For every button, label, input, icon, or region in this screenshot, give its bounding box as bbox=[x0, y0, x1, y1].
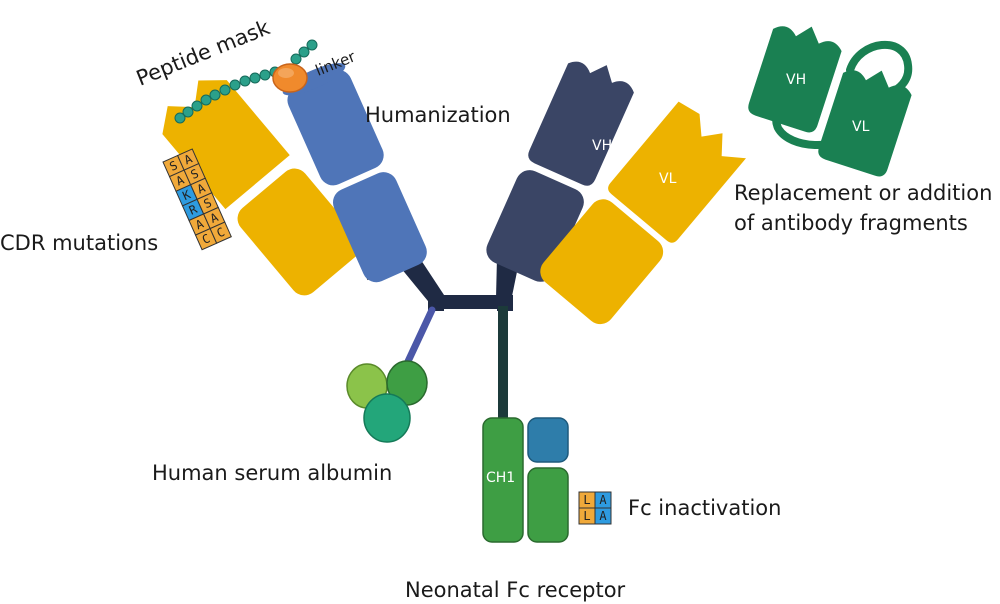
humanization-label: Humanization bbox=[365, 103, 511, 127]
serum-albumin bbox=[346, 360, 428, 443]
fc-stem bbox=[498, 306, 508, 424]
fc-residue-letter: L bbox=[583, 509, 590, 523]
neonatal-fc-receptor-label: Neonatal Fc receptor bbox=[405, 578, 626, 602]
cdr-residue-cell bbox=[209, 221, 232, 244]
vh-domain-label: VH bbox=[592, 138, 612, 154]
scfv-fragment bbox=[748, 26, 913, 177]
fcrn-receptor bbox=[527, 417, 569, 543]
fc-inactivation-label: Fc inactivation bbox=[628, 496, 781, 520]
albumin-linker bbox=[400, 306, 436, 374]
peptide-mask-beads bbox=[174, 39, 318, 124]
fc-residue-cell bbox=[594, 507, 612, 525]
replacement-label-line1: Replacement or addition bbox=[734, 181, 992, 205]
left-heavy-chain bbox=[282, 63, 427, 283]
vl-domain-label: VL bbox=[659, 171, 677, 187]
fc-residue-letter: A bbox=[599, 493, 607, 507]
scfv-vl-label: VL bbox=[852, 119, 870, 135]
albumin-label: Human serum albumin bbox=[152, 461, 392, 485]
fc-region bbox=[482, 417, 524, 543]
fc-residue-letter: L bbox=[583, 493, 590, 507]
right-light-chain bbox=[540, 101, 746, 325]
fc-residue-letter: A bbox=[599, 509, 607, 523]
linker-bead bbox=[272, 63, 308, 93]
scfv-vh-label: VH bbox=[786, 72, 806, 88]
cdr-mutations-label: CDR mutations bbox=[0, 231, 158, 255]
ch1-domain-label: CH1 bbox=[486, 470, 515, 486]
replacement-label-line2: of antibody fragments bbox=[734, 211, 968, 235]
